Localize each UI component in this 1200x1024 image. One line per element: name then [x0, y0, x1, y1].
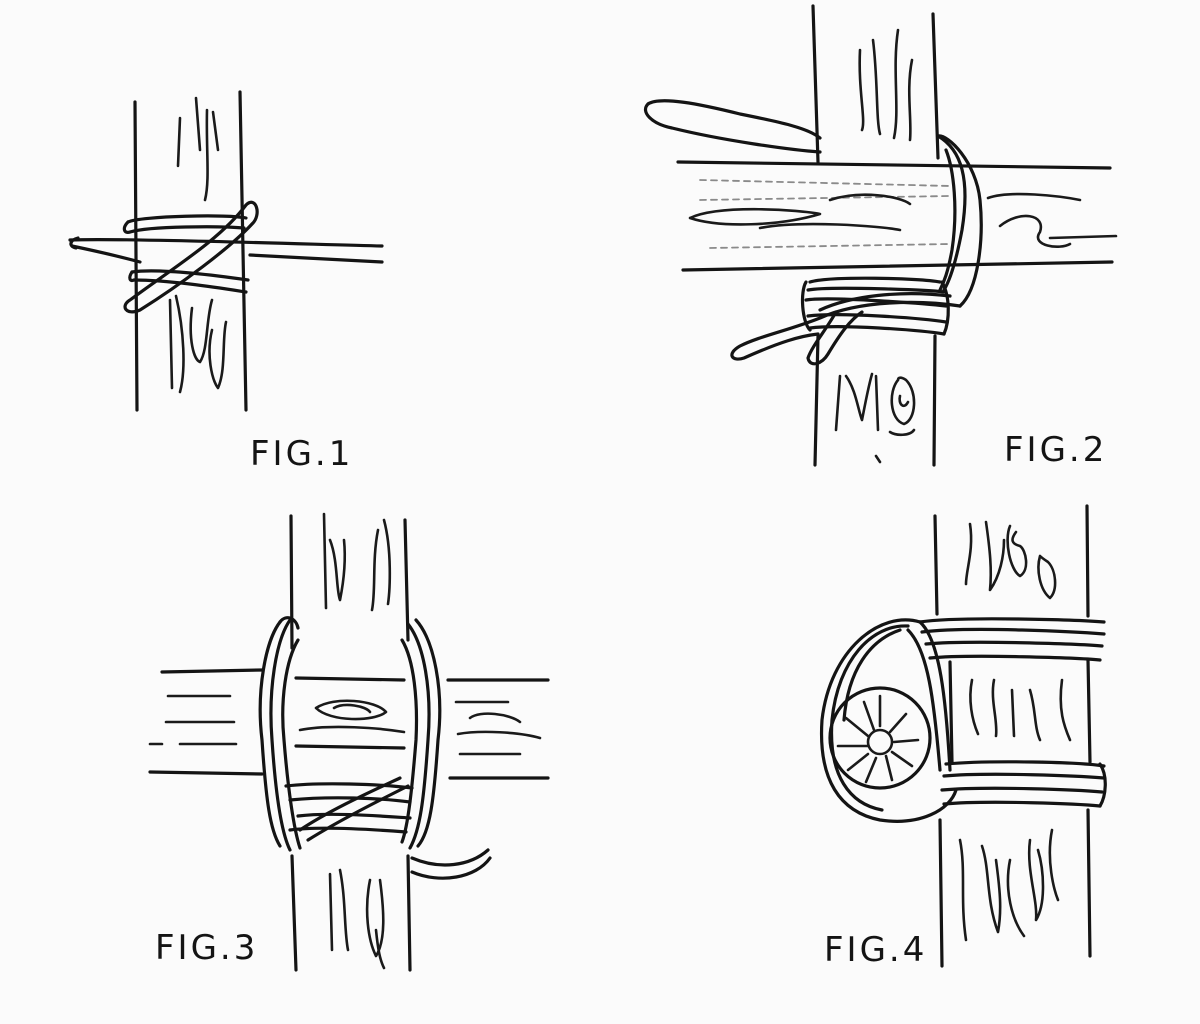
fig3-vertical-pole-left-edge-top [289, 514, 294, 650]
fig3-vertical-pole-left-edge-bottom [290, 854, 298, 972]
fig2-vertical-pole-right-edge-top [931, 12, 940, 160]
fig4-wrap-top-band [918, 617, 1106, 624]
fig1-diagonal-cord [123, 200, 259, 314]
fig3-bottom-wraps [284, 782, 414, 790]
fig2-log-top-edge [676, 160, 1112, 170]
fig4-wrap-lower-band [944, 760, 1106, 768]
fig1-vertical-pole-left-edge [133, 100, 139, 412]
figure-4-caption: FIG.4 [824, 930, 928, 970]
fig2-log-bottom-edge [681, 260, 1114, 272]
fig2-cord-end-top [646, 99, 822, 140]
fig2-vertical-pole-left-edge-bottom [813, 334, 820, 467]
fig2-cord-end-bottom [730, 300, 962, 361]
fig1-horizontal-stick-top [68, 238, 384, 248]
fig3-log-bottom-edge-left [148, 770, 264, 776]
fig3-log-top-edge-left [160, 668, 264, 674]
fig4-vertical-pole-left-edge-bottom [938, 818, 944, 968]
fig3-vertical-pole-right-edge-bottom [406, 854, 412, 972]
figure-1-caption: FIG.1 [250, 434, 354, 474]
figure-2-caption: FIG.2 [1004, 430, 1108, 470]
fig3-diagonal-cord [298, 776, 402, 832]
fig4-log-end-circle [828, 686, 932, 790]
fig3-cord-end [410, 848, 490, 867]
fig2-vertical-pole-left-edge-top [811, 4, 820, 164]
fig4-vertical-pole-right-edge-bottom [1086, 808, 1092, 958]
fig1-vertical-pole-right-edge [238, 90, 248, 412]
fig3-vertical-pole-right-edge-top [403, 518, 410, 642]
fig4-vertical-pole-right-edge-top [1085, 504, 1090, 618]
figure-4-drawing [819, 504, 1107, 968]
fig4-loop-around-log [819, 618, 958, 823]
figure-1-drawing [68, 90, 384, 412]
fig1-horizontal-stick-bottom [70, 244, 142, 264]
fig2-cord-over-log [936, 134, 967, 292]
fig1-wrap-1 [126, 214, 248, 224]
figure-3-drawing [148, 512, 550, 972]
fig3-wrap-right [414, 618, 442, 848]
figure-2-drawing [643, 4, 1118, 467]
fig3-wrap-left [258, 620, 282, 848]
fig2-wrap-1 [808, 276, 942, 284]
figure-3-caption: FIG.3 [155, 928, 259, 968]
fig4-vertical-pole-left-edge-top [933, 514, 939, 616]
fig2-vertical-pole-right-edge-bottom [932, 334, 937, 467]
